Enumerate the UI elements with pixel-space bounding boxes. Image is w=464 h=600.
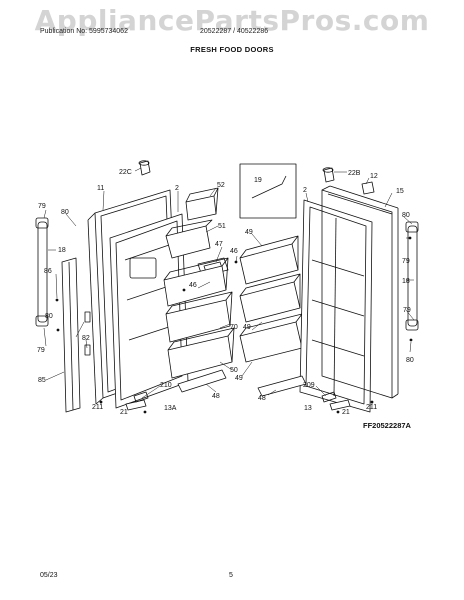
left-bottom-trim	[177, 369, 227, 393]
callout-79-a: 79	[38, 203, 46, 210]
callout-11: 11	[97, 185, 104, 192]
callout-19: 19	[254, 177, 262, 184]
callout-79-c: 79	[402, 258, 410, 265]
callout-70: 70	[230, 324, 238, 331]
callout-47: 47	[215, 241, 223, 248]
left-handle	[35, 217, 49, 327]
hinge-pin	[361, 181, 375, 195]
left-lower-hinge	[125, 391, 149, 411]
callout-80-b: 80	[45, 313, 53, 320]
right-handle	[405, 221, 419, 331]
callout-80-a: 80	[61, 209, 69, 216]
left-hinge-cap	[138, 160, 151, 176]
callout-80-c: 80	[402, 212, 410, 219]
callout-86: 86	[44, 268, 52, 275]
dairy-bin	[185, 187, 219, 221]
model-numbers: 20522287 / 40522286	[200, 28, 269, 35]
right-lower-hinge	[321, 391, 351, 411]
page-number: 5	[229, 572, 233, 579]
left-bin-top	[163, 257, 229, 307]
callout-15: 15	[396, 188, 404, 195]
callout-49-b: 49	[243, 324, 251, 331]
right-door-outer	[321, 185, 399, 399]
callout-18-left: 18	[58, 247, 66, 254]
callout-50: 50	[230, 367, 238, 374]
callout-2-left: 2	[175, 185, 179, 192]
leader-lines	[43, 167, 415, 405]
left-bin-bottom	[167, 327, 235, 379]
left-bin-middle	[165, 291, 233, 343]
left-trim-strip	[61, 257, 91, 413]
callout-79-d: 79	[403, 307, 411, 314]
callout-52: 52	[217, 182, 225, 189]
section-title: FRESH FOOD DOORS	[190, 45, 274, 54]
right-bin-top	[239, 235, 299, 285]
callout-49-a: 49	[245, 229, 253, 236]
right-hinge-cap	[322, 167, 335, 183]
callout-13: 13	[304, 405, 312, 412]
callout-209: 209	[303, 382, 315, 389]
callout-labels: 22C 22B 12 19 11 2 2 15 52 79 80 18 86 8…	[37, 169, 414, 416]
figure-id: FF20522287A	[363, 421, 411, 430]
right-bin-middle	[239, 273, 301, 323]
right-bottom-trim	[257, 375, 307, 397]
revision-date: 05/23	[40, 572, 58, 579]
callout-85: 85	[38, 377, 46, 384]
callout-211-b: 211	[366, 404, 377, 411]
callout-51: 51	[218, 223, 226, 230]
callout-13a: 13A	[164, 405, 177, 412]
callout-2-right: 2	[303, 187, 307, 194]
callout-12: 12	[370, 173, 378, 180]
callout-48-b: 48	[258, 395, 266, 402]
callout-21-b: 21	[342, 409, 350, 416]
callout-18-right: 18	[402, 278, 410, 285]
publication-number: Publication No: 5995734062	[40, 28, 128, 35]
callout-79-b: 79	[37, 347, 45, 354]
watermark-logo: AppliancePartsPros.com	[34, 4, 430, 37]
callout-48-a: 48	[212, 393, 220, 400]
callout-49-c: 49	[235, 375, 243, 382]
callout-22c: 22C	[119, 169, 132, 176]
callout-21-a: 21	[120, 409, 128, 416]
callout-211-a: 211	[92, 404, 103, 411]
left-door-gasket	[109, 213, 189, 409]
callout-82: 82	[82, 335, 90, 342]
callout-46-b: 46	[230, 248, 238, 255]
right-door-gasket	[299, 199, 373, 413]
hex-wrench	[239, 163, 297, 219]
dairy-lid	[165, 219, 213, 259]
callout-46-a: 46	[189, 282, 197, 289]
callout-22b: 22B	[348, 170, 361, 177]
callout-80-d: 80	[406, 357, 414, 364]
callout-210: 210	[160, 382, 172, 389]
